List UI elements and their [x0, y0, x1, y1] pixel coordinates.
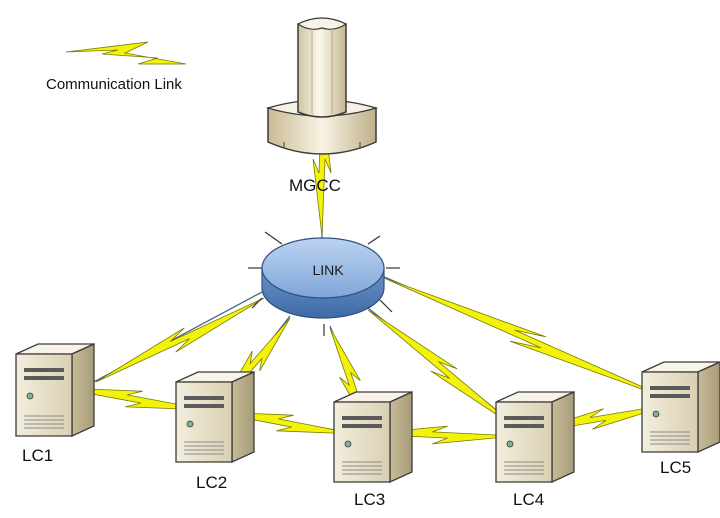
- lightning-mgcc-hub: [312, 95, 332, 237]
- lc1-label: LC1: [22, 446, 54, 465]
- lc3-label: LC3: [354, 490, 386, 509]
- lc4-label: LC4: [513, 490, 545, 509]
- server-lc4-icon: [495, 390, 575, 484]
- link-hub-icon: [248, 231, 400, 336]
- lightning-hub-lc1: [95, 297, 265, 383]
- server-lc5-icon: [641, 361, 720, 454]
- server-lc2-icon: [175, 370, 255, 464]
- legend-label: Communication Link: [46, 76, 182, 93]
- mgcc-label: MGCC: [289, 176, 341, 195]
- mgcc-tower-icon: [265, 17, 379, 155]
- lightning-hub-lc5: [383, 277, 673, 401]
- legend-lightning-icon: [65, 41, 187, 65]
- lc5-label: LC5: [660, 458, 692, 477]
- lc2-label: LC2: [196, 473, 228, 492]
- server-lc1-icon: [15, 342, 95, 438]
- hub-label: LINK: [312, 262, 344, 278]
- server-lc3-icon: [333, 390, 413, 484]
